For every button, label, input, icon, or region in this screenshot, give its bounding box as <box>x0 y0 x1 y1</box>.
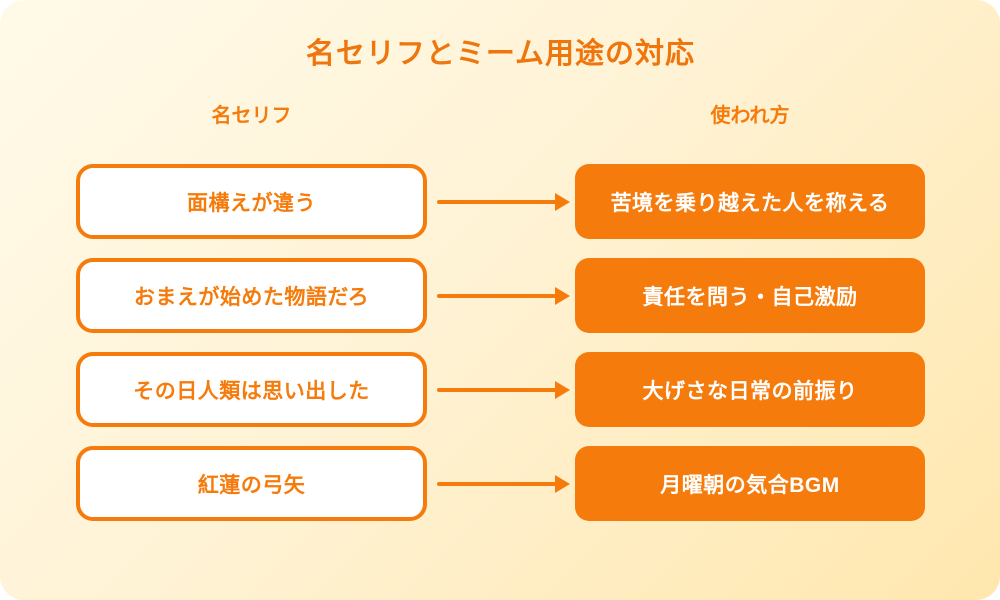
arrow-line <box>437 199 557 204</box>
arrow-connector <box>427 286 575 305</box>
quote-label: その日人類は思い出した <box>133 379 370 403</box>
quote-box: 面構えが違う <box>76 164 427 239</box>
mapping-row: おまえが始めた物語だろ 責任を問う・自己激励 <box>76 258 925 333</box>
column-header-quotes: 名セリフ <box>211 105 292 127</box>
usage-box: 責任を問う・自己激励 <box>575 258 925 333</box>
arrow-connector <box>427 474 575 493</box>
column-header-usages: 使われ方 <box>710 105 790 127</box>
usage-label: 大げさな日常の前振り <box>642 379 858 403</box>
quote-box: おまえが始めた物語だろ <box>76 258 427 333</box>
quote-label: おまえが始めた物語だろ <box>133 285 370 309</box>
quote-label: 面構えが違う <box>187 191 316 215</box>
usage-label: 苦境を乗り越えた人を称える <box>610 191 890 215</box>
quote-box: その日人類は思い出した <box>76 352 427 427</box>
mapping-row: 面構えが違う 苦境を乗り越えた人を称える <box>76 164 925 239</box>
mapping-rows: 面構えが違う 苦境を乗り越えた人を称える おまえが始めた物語だろ 責任を問う・自… <box>76 164 925 521</box>
usage-label: 責任を問う・自己激励 <box>642 285 858 309</box>
arrow-head-icon <box>555 192 570 211</box>
arrow-head-icon <box>555 380 570 399</box>
arrow-connector <box>427 192 575 211</box>
column-headers: 名セリフ 使われ方 <box>76 104 925 128</box>
mapping-row: 紅蓮の弓矢 月曜朝の気合BGM <box>76 446 925 521</box>
usage-label: 月曜朝の気合BGM <box>660 473 840 497</box>
arrow-line <box>437 293 557 298</box>
usage-box: 月曜朝の気合BGM <box>575 446 925 521</box>
usage-box: 大げさな日常の前振り <box>575 352 925 427</box>
arrow-head-icon <box>555 286 570 305</box>
arrow-connector <box>427 380 575 399</box>
arrow-line <box>437 481 557 486</box>
usage-box: 苦境を乗り越えた人を称える <box>575 164 925 239</box>
arrow-line <box>437 387 557 392</box>
quote-box: 紅蓮の弓矢 <box>76 446 427 521</box>
quote-label: 紅蓮の弓矢 <box>197 473 306 497</box>
diagram-title: 名セリフとミーム用途の対応 <box>305 38 696 70</box>
mapping-row: その日人類は思い出した 大げさな日常の前振り <box>76 352 925 427</box>
arrow-head-icon <box>555 474 570 493</box>
